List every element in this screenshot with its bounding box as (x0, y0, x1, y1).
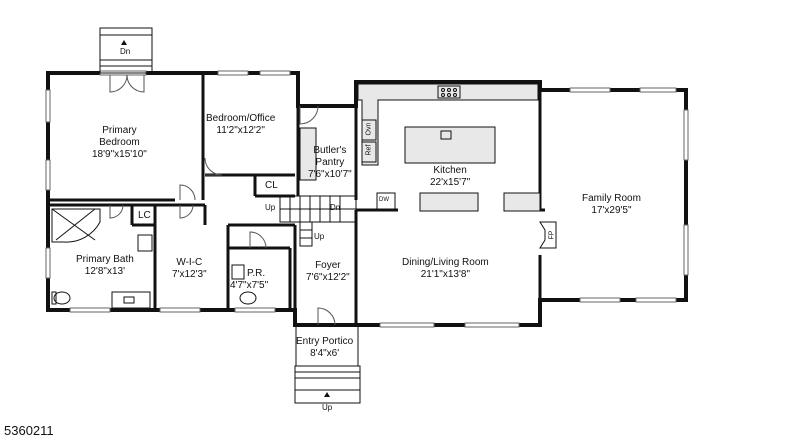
oven-label: Ovn (365, 122, 373, 136)
room-name: P.R. (247, 268, 266, 279)
stair-up-lower-label: Up (314, 232, 325, 241)
room-name: Primary Bath (76, 254, 134, 265)
room-name: Dining/Living Room (402, 257, 489, 268)
portico-up-label: Up (322, 403, 333, 412)
room-kitchen: Kitchen 22'x15'7" (430, 165, 470, 189)
stair-up-label: Up (265, 203, 276, 212)
room-name: Family Room (582, 193, 641, 204)
room-name: Foyer (315, 260, 341, 271)
doors (109, 74, 336, 326)
room-primary-bath: Primary Bath 12'8"x13' (76, 254, 134, 278)
room-pr: P.R. 4'7"x7'5" (230, 268, 268, 292)
rear-steps (99, 27, 153, 74)
portico-steps (294, 327, 361, 404)
room-dims: 18'9"x15'10" (92, 149, 147, 160)
interior-walls (48, 73, 545, 325)
listing-id: 5360211 (4, 423, 54, 438)
room-dims: 17'x29'5" (591, 205, 632, 216)
fireplace-label: FP (548, 230, 556, 240)
room-primary-bedroom: Primary Bedroom 18'9"x15'10" (92, 125, 147, 161)
refrigerator-label: Ref (365, 144, 373, 156)
room-name: Entry Portico (296, 336, 354, 347)
room-dims: 7'x12'3" (172, 269, 207, 280)
room-butlers-pantry: Butler's Pantry 7'6"x10'7" (308, 145, 352, 181)
kitchen-counters (299, 83, 541, 212)
stair-arrows (121, 40, 330, 397)
room-dims: 11'2"x12'2" (216, 125, 265, 136)
dishwasher-label: DW (379, 197, 389, 203)
stair-down-label: Dn (330, 203, 341, 212)
interior-stair (279, 195, 357, 247)
room-dims: 12'8"x13' (84, 266, 125, 277)
room-entry-portico: Entry Portico 8'4"x6' (296, 336, 353, 360)
room-dims: 21'1"x13'8" (420, 269, 470, 280)
room-dining-living: Dining/Living Room 21'1"x13'8" (402, 257, 489, 281)
room-dims: 8'4"x6' (310, 348, 340, 359)
room-name: Butler's (313, 145, 347, 156)
room-family-room: Family Room 17'x29'5" (582, 193, 641, 217)
room-name: W-I-C (176, 257, 203, 268)
room-foyer: Foyer 7'6"x12'2" (306, 260, 350, 284)
room-name: Primary (102, 125, 137, 136)
room-name: Bedroom/Office (206, 113, 276, 124)
room-dims: 7'6"x12'2" (306, 272, 350, 283)
rear-steps-down-label: Dn (120, 47, 131, 56)
windows (45, 70, 689, 328)
room-bedroom-office: Bedroom/Office 11'2"x12'2" (206, 113, 275, 137)
room-name: Bedroom (99, 137, 140, 148)
room-dims: 22'x15'7" (430, 177, 471, 188)
closet-label: CL (265, 180, 278, 191)
room-wic: W-I-C 7'x12'3" (172, 257, 207, 281)
room-name: Kitchen (433, 165, 467, 176)
bath-fixtures (51, 208, 257, 309)
room-dims: 7'6"x10'7" (308, 169, 352, 180)
appliances (361, 85, 557, 249)
linen-closet-label: LC (138, 210, 151, 221)
room-name: Pantry (315, 157, 345, 168)
room-dims: 4'7"x7'5" (230, 280, 269, 291)
